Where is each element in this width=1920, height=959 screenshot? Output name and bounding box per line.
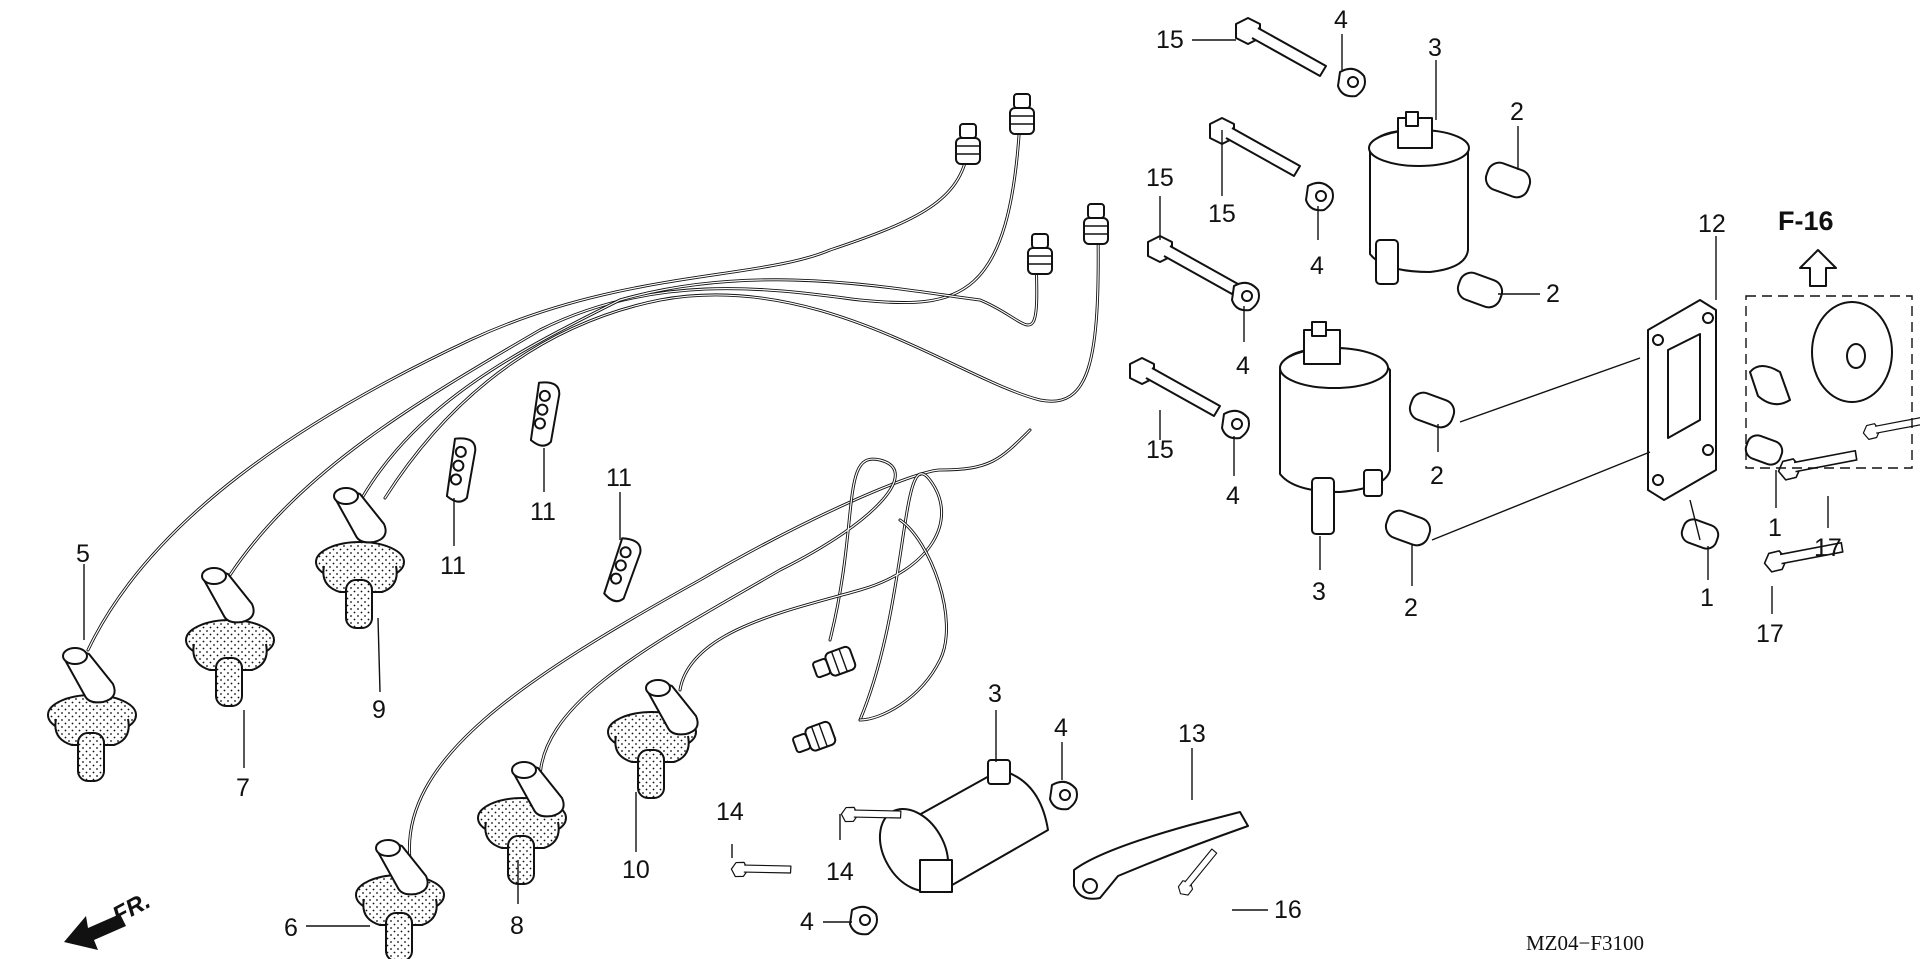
callout-1: 1	[1768, 514, 1782, 542]
callout-7: 7	[236, 774, 250, 802]
callout-4: 4	[1226, 482, 1240, 510]
callout-14: 14	[826, 858, 854, 886]
callout-10: 10	[622, 856, 650, 884]
callout-11: 11	[530, 498, 556, 526]
ignition-coil-middle	[1279, 321, 1391, 535]
callout-2: 2	[1404, 594, 1418, 622]
front-direction-arrow	[64, 914, 126, 950]
callout-15: 15	[1208, 200, 1236, 228]
callout-11: 11	[440, 552, 466, 580]
reference-label-f16: F-16	[1778, 206, 1834, 236]
callout-2: 2	[1546, 280, 1560, 308]
callout-numbers: 5 7 9 11 11 11 6 8 10 14 14 3 4 4 13 16 …	[76, 6, 1842, 955]
callout-4: 4	[1054, 714, 1068, 742]
callout-12: 12	[1698, 210, 1726, 238]
callout-11: 11	[606, 464, 632, 492]
callout-4: 4	[1334, 6, 1348, 34]
callout-15: 15	[1146, 436, 1174, 464]
clips	[849, 67, 1366, 936]
mounting-stay	[1073, 811, 1249, 900]
ignition-coil-upper	[1368, 111, 1470, 285]
callout-4: 4	[1310, 252, 1324, 280]
callout-9: 9	[372, 696, 386, 724]
callout-15: 15	[1156, 26, 1184, 54]
diagram-code: MZ04−F3100	[1526, 931, 1644, 955]
callout-2: 2	[1430, 462, 1444, 490]
callout-1: 1	[1700, 584, 1714, 612]
callout-17: 17	[1756, 620, 1784, 648]
callout-8: 8	[510, 912, 524, 940]
wire-clamps	[443, 379, 645, 605]
callout-15: 15	[1146, 164, 1174, 192]
callout-4: 4	[800, 908, 814, 936]
wire-terminal-caps	[789, 93, 1109, 758]
callout-6: 6	[284, 914, 298, 942]
callout-17: 17	[1814, 534, 1842, 562]
callout-16: 16	[1274, 896, 1302, 924]
coil-bracket	[1431, 299, 1717, 541]
callout-4: 4	[1236, 352, 1250, 380]
callout-3: 3	[988, 680, 1002, 708]
callout-13: 13	[1178, 720, 1206, 748]
callout-3: 3	[1312, 578, 1326, 606]
callout-2: 2	[1510, 98, 1524, 126]
leader-lines	[83, 34, 1829, 927]
callout-14: 14	[716, 798, 744, 826]
callout-5: 5	[76, 540, 90, 568]
spark-plug-wires	[86, 118, 1100, 862]
ignition-coil-lower	[878, 759, 1049, 893]
spacers	[1384, 161, 1784, 550]
f16-reference-box	[1745, 249, 1913, 469]
callout-3: 3	[1428, 34, 1442, 62]
